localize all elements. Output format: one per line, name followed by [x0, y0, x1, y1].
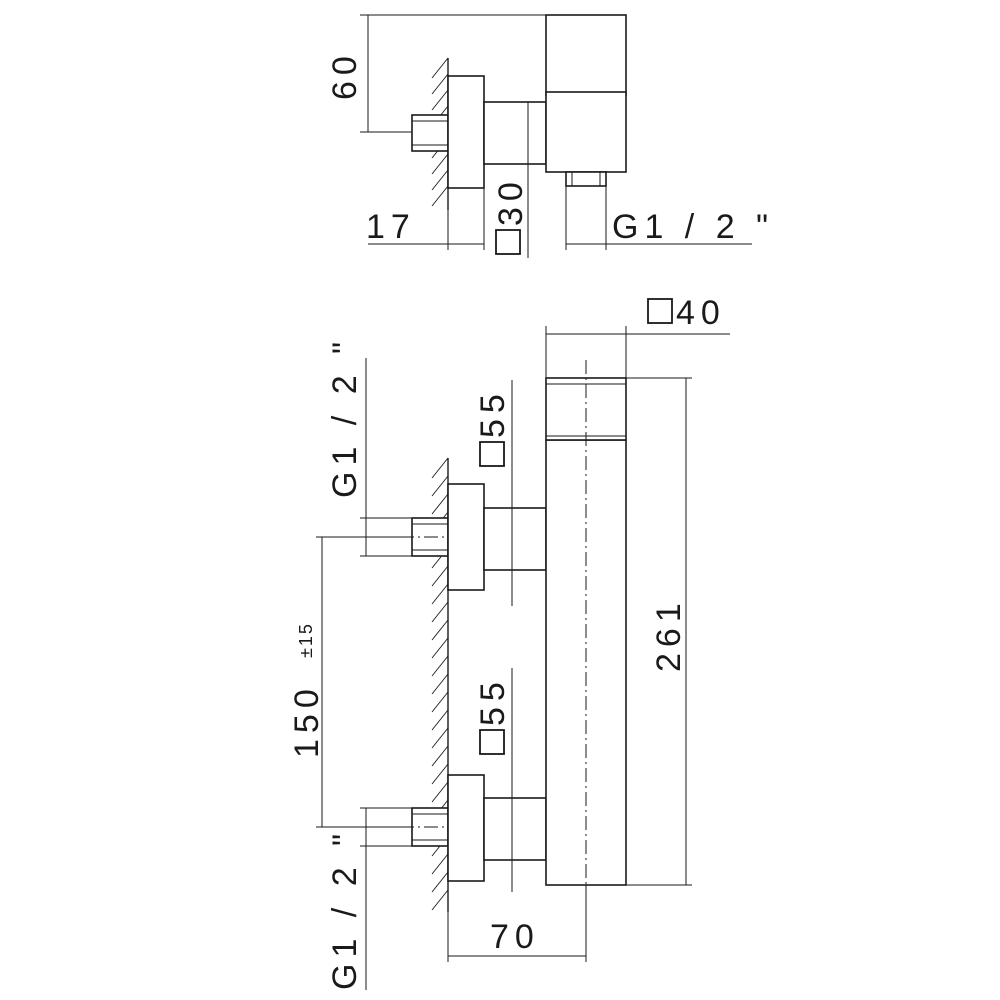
dim-top-height: 60 — [326, 50, 364, 100]
dim-upper-inlet-square: 55 — [474, 388, 512, 438]
top-pipe-stub — [411, 114, 449, 152]
square-symbol — [495, 229, 521, 255]
top-connector — [483, 101, 547, 165]
upper-connector — [483, 507, 547, 571]
top-outlet — [565, 171, 607, 187]
dim-top-wall-offset: 17 — [366, 208, 416, 246]
lower-connector — [483, 797, 547, 861]
dim-center-tolerance: ±15 — [296, 622, 316, 658]
top-upper-cap — [545, 14, 627, 96]
top-body-square — [545, 91, 627, 173]
dim-body-height: 261 — [650, 597, 688, 672]
dim-lower-inlet-thread: G1 / 2 " — [326, 828, 364, 990]
dim-upper-inlet-thread: G1 / 2 " — [326, 336, 364, 498]
side-view: 40 55 55 G1 / 2 " G1 / 2 " 150 ±15 261 — [288, 294, 730, 990]
dim-center-distance: 150 — [288, 683, 326, 758]
top-view: 60 17 30 G1 / 2 " — [326, 14, 774, 258]
upper-flange — [447, 483, 485, 591]
dim-top-square: 30 — [492, 176, 530, 226]
dim-body-square: 40 — [676, 294, 726, 332]
dim-top-outlet-thread: G1 / 2 " — [612, 208, 774, 246]
dim-lower-inlet-square: 55 — [474, 676, 512, 726]
top-flange — [447, 75, 485, 189]
lower-flange — [447, 774, 485, 882]
dim-body-depth: 70 — [490, 918, 540, 956]
